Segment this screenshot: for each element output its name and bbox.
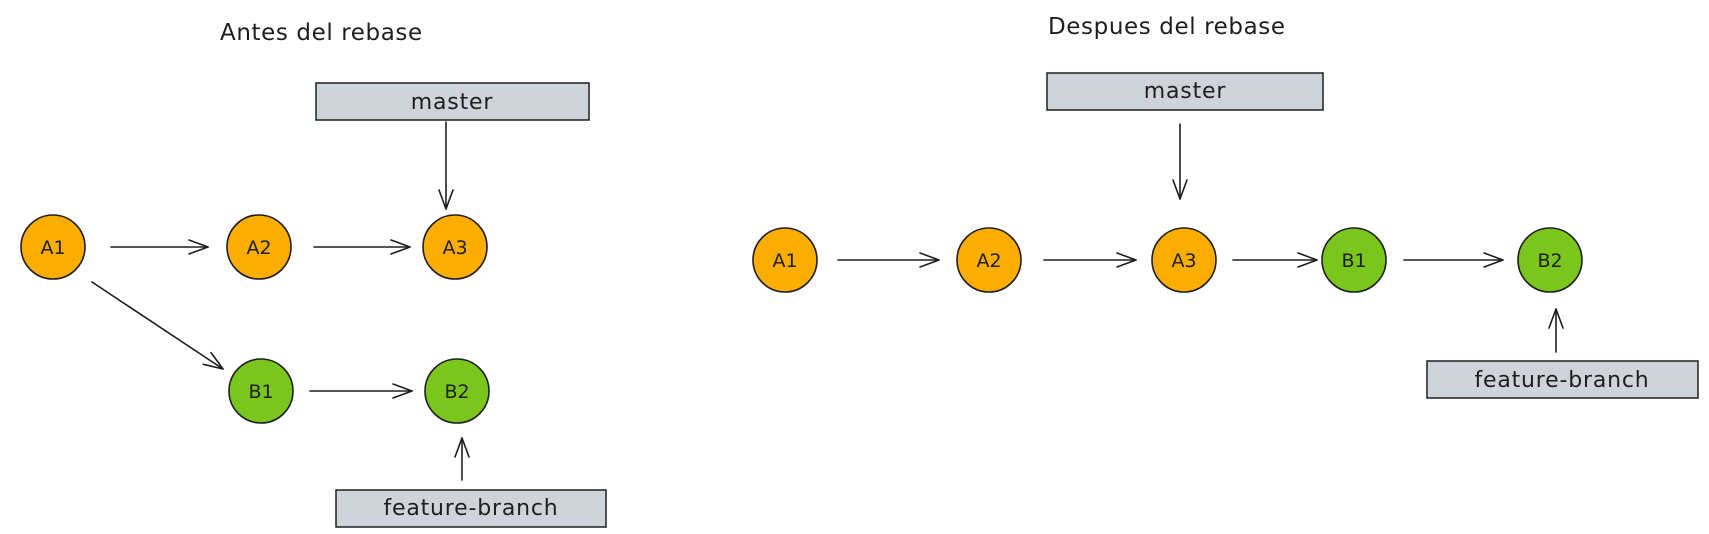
before-feature-label-box [335,489,607,528]
after-commit-a2-label: A2 [976,250,1001,272]
after-diagram: Despues del rebase master A1 A2 A3 B1 [752,14,1699,399]
after-feature-label: feature-branch [1426,360,1699,399]
before-diagram: Antes del rebase master A1 A2 A3 B1 [20,20,607,528]
after-commit-b1-label: B1 [1341,250,1366,272]
before-commit-a3-label: A3 [442,237,467,259]
after-master-label: master [1046,72,1324,111]
before-arrow-a1-b1 [91,281,224,370]
after-feature-label-box [1426,360,1699,399]
after-commit-a1: A1 [752,227,818,293]
after-commit-a1-circle [752,227,818,293]
after-feature-label-text: feature-branch [1474,368,1649,393]
before-commit-a1-label: A1 [40,237,65,259]
before-commit-a2-label: A2 [246,237,271,259]
before-commit-b1: B1 [228,358,294,424]
after-commit-b2-label: B2 [1537,250,1562,272]
after-master-label-box [1046,72,1324,111]
after-commit-b2-circle [1517,227,1583,293]
after-master-label-text: master [1144,79,1227,104]
before-commit-b2-circle [424,358,490,424]
before-feature-label-text: feature-branch [383,496,558,521]
before-master-label-text: master [411,90,494,115]
after-commit-b1-circle [1321,227,1387,293]
before-commit-a3-circle [422,214,488,280]
after-commit-a3: A3 [1151,227,1217,293]
before-master-label-box [315,82,590,121]
before-commit-a1: A1 [20,214,86,280]
after-commit-b1: B1 [1321,227,1387,293]
after-title: Despues del rebase [1048,14,1286,40]
after-commit-a1-label: A1 [772,250,797,272]
before-commit-b2: B2 [424,358,490,424]
before-feature-label: feature-branch [335,489,607,528]
before-commit-a2: A2 [226,214,292,280]
after-commit-a2: A2 [956,227,1022,293]
before-master-label: master [315,82,590,121]
before-commit-b2-label: B2 [444,381,469,403]
before-commit-b1-circle [228,358,294,424]
before-commit-b1-label: B1 [248,381,273,403]
after-commit-a3-label: A3 [1171,250,1196,272]
before-title: Antes del rebase [220,20,423,46]
after-commit-a2-circle [956,227,1022,293]
before-commit-a2-circle [226,214,292,280]
before-commit-a3: A3 [422,214,488,280]
after-commit-b2: B2 [1517,227,1583,293]
before-commit-a1-circle [20,214,86,280]
after-commit-a3-circle [1151,227,1217,293]
